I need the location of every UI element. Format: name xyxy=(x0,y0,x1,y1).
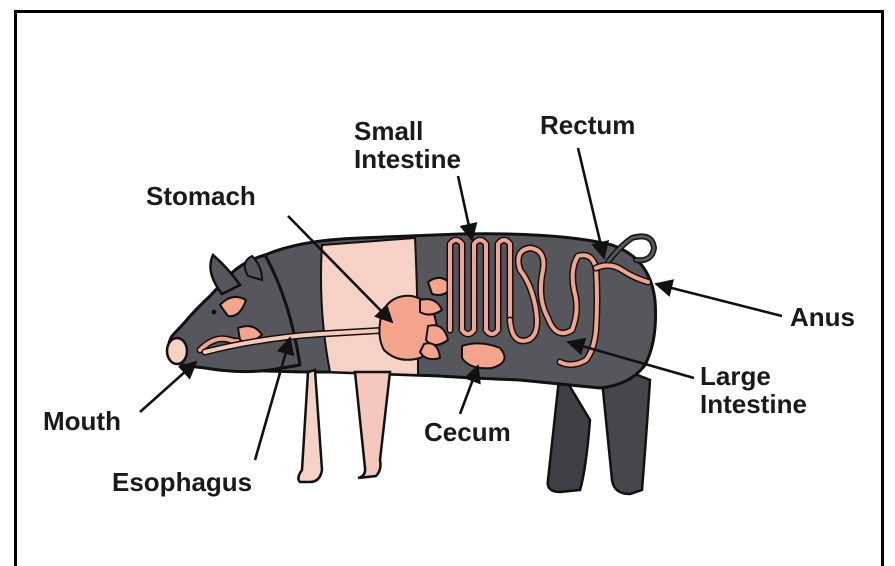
leader-anus xyxy=(656,284,782,316)
label-esophagus: Esophagus xyxy=(112,467,252,497)
pig-front-leg-left xyxy=(298,370,322,482)
label-large-intestine-line1: Large xyxy=(700,361,771,391)
label-large-intestine-line2: Intestine xyxy=(700,389,807,419)
pig-illustration xyxy=(167,234,656,494)
pig-snout xyxy=(167,338,187,364)
leader-small-intestine xyxy=(458,176,472,240)
label-anus: Anus xyxy=(790,302,855,332)
label-small-intestine-line1: Small xyxy=(354,116,423,146)
label-rectum: Rectum xyxy=(540,110,635,140)
pig-eye xyxy=(212,310,217,315)
leader-mouth xyxy=(140,362,196,412)
cecum-organ xyxy=(462,343,505,368)
label-mouth: Mouth xyxy=(43,406,121,436)
label-stomach: Stomach xyxy=(146,181,256,211)
label-small-intestine-line2: Intestine xyxy=(354,144,461,174)
pig-front-leg-right xyxy=(355,372,390,478)
label-cecum: Cecum xyxy=(424,417,511,447)
pig-rear-leg-back xyxy=(548,370,590,492)
